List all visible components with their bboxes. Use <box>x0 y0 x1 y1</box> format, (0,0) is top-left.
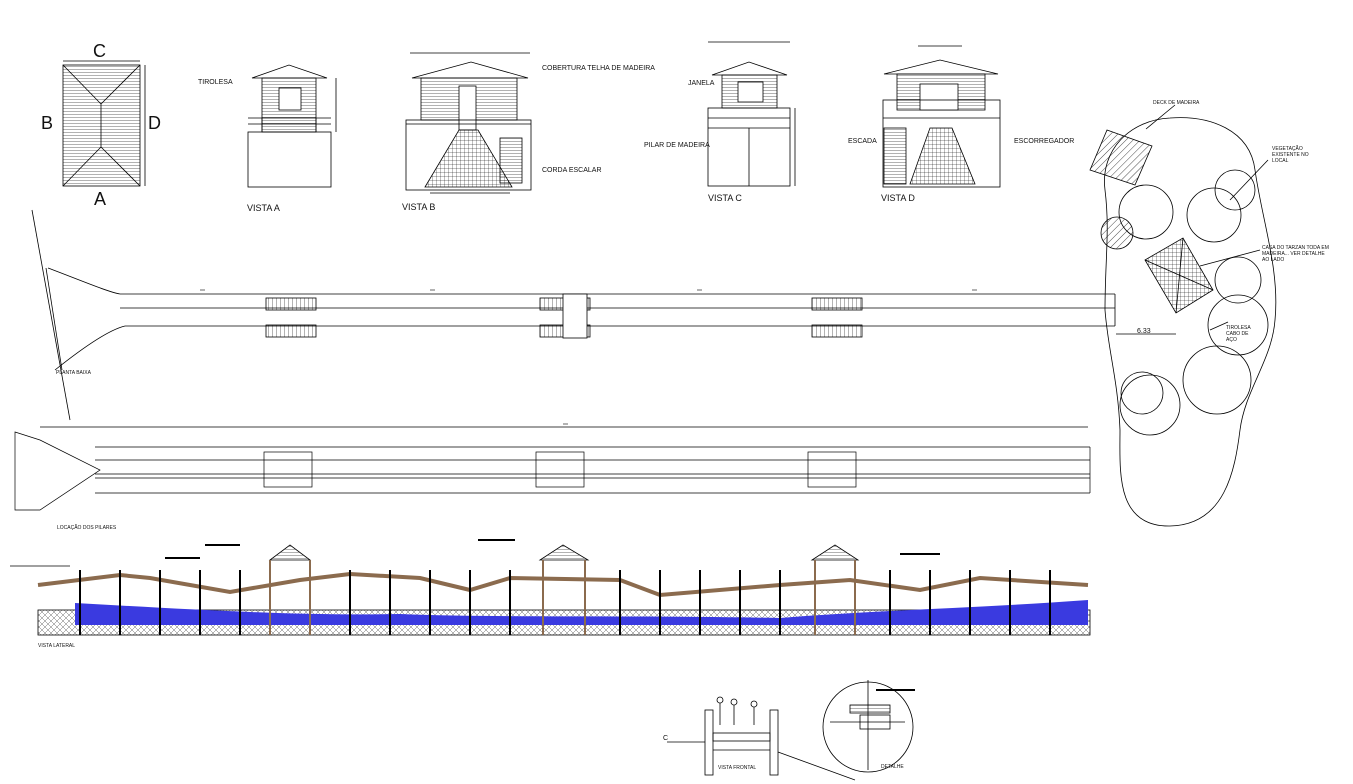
plan-letter-a: A <box>94 189 107 209</box>
detalhe-title: DETALHE <box>881 764 904 770</box>
planta-baixa-title: PLANTA BAIXA <box>56 370 91 376</box>
vista-lateral-drawing <box>10 539 1091 636</box>
vista-d-title: VISTA D <box>881 193 915 203</box>
detalhe-drawing <box>822 680 915 773</box>
locacao-title: LOCAÇÃO DOS PILARES <box>57 525 117 531</box>
vista-d-drawing <box>882 45 1001 188</box>
site-vegetacao-label: VEGETAÇÃO EXISTENTE NO LOCAL <box>1272 146 1309 164</box>
vista-c-pilar-label: PILAR DE MADEIRA <box>644 142 710 149</box>
vista-b-corda-label: CORDA ESCALAR <box>542 167 602 174</box>
site-plan <box>1089 104 1277 527</box>
frontal-marker-c: C <box>663 735 669 742</box>
plan-letter-c: C <box>93 41 106 61</box>
vista-b-cobertura-label: COBERTURA TELHA DE MADEIRA <box>542 65 655 72</box>
vista-c-title: VISTA C <box>708 193 742 203</box>
roof-plan <box>62 60 146 187</box>
vista-c-drawing <box>707 41 796 187</box>
site-deck-label: DECK DE MADEIRA <box>1153 100 1200 106</box>
vista-frontal-drawing <box>667 696 856 781</box>
planta-baixa-drawing <box>31 209 1116 421</box>
vista-c-janela-label: JANELA <box>688 80 715 87</box>
plan-letter-d: D <box>148 113 161 133</box>
vista-a-title: VISTA A <box>247 203 280 213</box>
dimension-ticks <box>200 289 977 425</box>
site-tirolesa-label: TIROLESA CABO DE AÇO <box>1226 325 1251 343</box>
site-dimension-label: 6.33 <box>1137 328 1151 335</box>
locacao-drawing <box>14 426 1091 511</box>
plan-letter-b: B <box>41 113 54 133</box>
vista-frontal-title: VISTA FRONTAL <box>718 765 757 771</box>
site-casa-label: CASA DO TARZAN TODA EM MADEIRA... VER DE… <box>1262 245 1329 263</box>
vista-lateral-title: VISTA LATERAL <box>38 643 76 649</box>
vista-b-drawing <box>405 52 532 194</box>
vista-a-drawing <box>247 64 337 188</box>
vista-d-escorregador-label: ESCORREGADOR <box>1014 138 1075 145</box>
vista-a-tirolesa-label: TIROLESA <box>198 79 233 86</box>
vista-d-escada-label: ESCADA <box>848 138 877 145</box>
vista-b-title: VISTA B <box>402 202 436 212</box>
